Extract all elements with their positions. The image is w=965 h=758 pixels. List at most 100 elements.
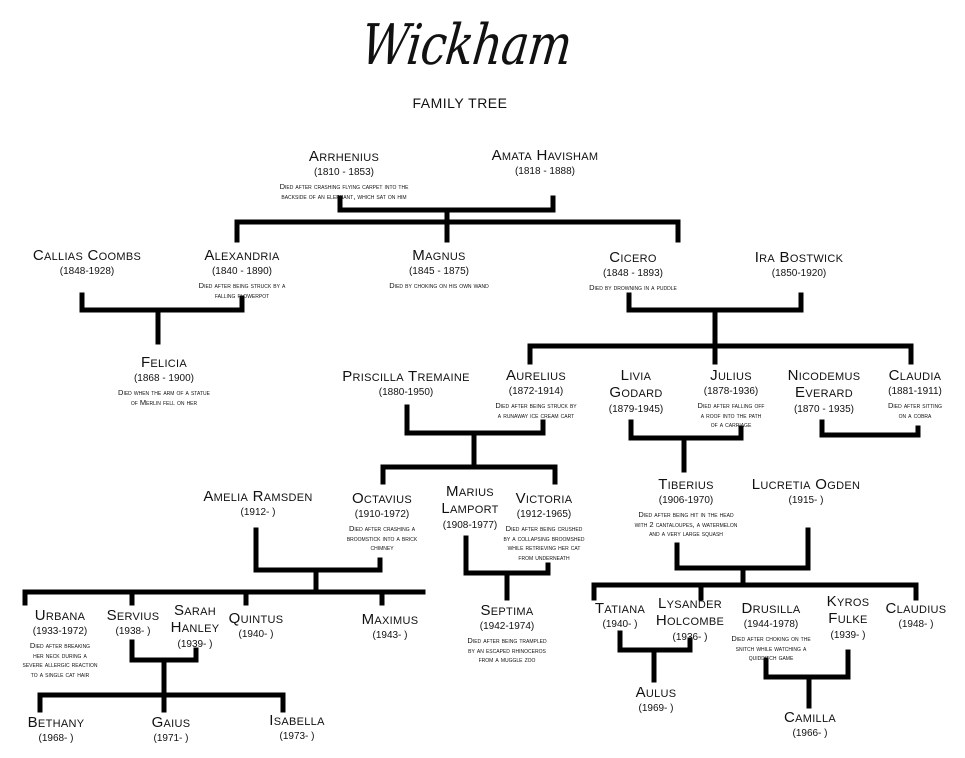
person-quintus: Quintus (1940- ) — [222, 610, 290, 641]
person-name: Nicodemus Everard — [787, 367, 861, 402]
person-name: Priscilla Tremaine — [342, 368, 470, 385]
person-name: Julius — [710, 367, 752, 384]
person-ira-bostwick: Ira Bostwick (1850-1920) — [742, 249, 856, 280]
person-dates: (1915- ) — [788, 495, 824, 507]
person-dates: (1880-1950) — [378, 387, 434, 399]
person-dates: (1810 - 1853) — [313, 167, 375, 179]
person-priscilla-tremaine: Priscilla Tremaine (1880-1950) — [336, 368, 476, 399]
diagram-subtitle: FAMILY TREE — [412, 95, 508, 111]
person-urbana: Urbana (1933-1972) Died after breaking h… — [2, 607, 118, 680]
person-tiberius: Tiberius (1906-1970) Died after being hi… — [612, 476, 760, 539]
person-name: Bethany — [27, 714, 85, 731]
person-dates: (1870 - 1935) — [793, 403, 855, 415]
person-dates: (1933-1972) — [32, 626, 88, 638]
person-amelia-ramsden: Amelia Ramsden (1912- ) — [192, 488, 324, 519]
person-dates: (1943- ) — [372, 630, 408, 642]
connector — [819, 419, 921, 438]
connector — [628, 419, 744, 473]
person-bethany: Bethany (1968- ) — [16, 714, 96, 745]
person-note: Died after falling off a roof into the p… — [697, 400, 765, 430]
person-name: Claudia — [888, 367, 942, 384]
person-name: Alexandria — [204, 247, 280, 264]
person-note: Died after being crushed by a collapsing… — [503, 523, 585, 562]
person-arrhenius: Arrhenius (1810 - 1853) Died after crash… — [257, 148, 431, 201]
person-name: Camilla — [783, 709, 837, 726]
person-servius: Servius (1938- ) — [104, 607, 162, 638]
person-name: Felicia — [140, 354, 188, 371]
person-kyros-fulke: Kyros Fulke (1939- ) — [816, 593, 880, 641]
person-name: Maximus — [361, 611, 419, 628]
person-name: Claudius — [885, 600, 947, 617]
person-dates: (1942-1974) — [479, 621, 535, 633]
person-name: Kyros Fulke — [826, 593, 870, 628]
person-note: Died after being hit in the head with 2 … — [634, 509, 738, 539]
person-dates: (1973- ) — [279, 731, 315, 743]
person-dates: (1936- ) — [672, 631, 708, 643]
person-name: Tiberius — [658, 476, 714, 493]
person-dates: (1966- ) — [792, 728, 828, 740]
person-dates: (1912- ) — [240, 507, 276, 519]
person-gaius: Gaius (1971- ) — [136, 714, 206, 745]
person-note: Died after being struck by a runaway ice… — [495, 400, 577, 420]
person-dates: (1939- ) — [830, 629, 866, 641]
person-name: Amata Havisham — [491, 147, 599, 164]
person-aulus: Aulus (1969- ) — [624, 684, 688, 715]
person-julius: Julius (1878-1936) Died after falling of… — [676, 367, 786, 430]
connector — [763, 649, 851, 709]
person-felicia: Felicia (1868 - 1900) Died when the arm … — [92, 354, 236, 407]
person-dates: (1969- ) — [638, 703, 674, 715]
person-name: Cicero — [609, 249, 657, 266]
person-name: Octavius — [351, 490, 413, 507]
person-note: Died after crashing flying carpet into t… — [279, 181, 409, 201]
person-claudia: Claudia (1881-1911) Died after sitting o… — [870, 367, 960, 420]
person-name: Servius — [106, 607, 160, 624]
person-dates: (1944-1978) — [743, 619, 799, 631]
connector — [37, 639, 286, 713]
person-callias-coombs: Callias Coombs (1848-1928) — [20, 247, 154, 278]
person-dates: (1939- ) — [177, 638, 213, 650]
person-name: Quintus — [228, 610, 284, 627]
person-name: Aurelius — [505, 367, 567, 384]
person-name: Callias Coombs — [32, 247, 142, 264]
connector — [380, 404, 558, 485]
person-dates: (1968- ) — [38, 733, 74, 745]
person-dates: (1881-1911) — [888, 386, 942, 398]
person-name: Livia Godard — [609, 367, 663, 402]
person-name: Amelia Ramsden — [203, 488, 313, 505]
person-note: Died after being struck by a falling flo… — [198, 280, 286, 300]
person-dates: (1910-1972) — [354, 509, 410, 521]
person-dates: (1850-1920) — [771, 268, 827, 280]
person-dates: (1868 - 1900) — [133, 373, 195, 385]
person-name: Urbana — [34, 607, 86, 624]
person-name: Tatiana — [594, 600, 646, 617]
person-name: Lysander Holcombe — [655, 595, 725, 630]
connector — [22, 527, 426, 606]
person-note: Died after sitting on a cobra — [887, 400, 943, 420]
person-note: Died when the arm of a statue of Merlin … — [118, 387, 210, 407]
person-dates: (1879-1945) — [608, 403, 664, 415]
person-nicodemus-everard: Nicodemus Everard (1870 - 1935) — [776, 367, 872, 415]
person-dates: (1971- ) — [153, 733, 189, 745]
person-dates: (1848 - 1893) — [602, 268, 664, 280]
person-dates: (1845 - 1875) — [408, 266, 470, 278]
connector — [234, 195, 681, 243]
person-name: Sarah Hanley — [170, 602, 220, 637]
person-note: Died after choking on the snitch while w… — [731, 633, 811, 663]
person-dates: (1872-1914) — [508, 386, 564, 398]
person-drusilla: Drusilla (1944-1978) Died after choking … — [714, 600, 828, 663]
person-note: Died by drowning in a puddle — [589, 282, 677, 292]
person-name: Septima — [480, 602, 534, 619]
person-magnus: Magnus (1845 - 1875) Died by choking on … — [362, 247, 516, 291]
person-name: Gaius — [151, 714, 191, 731]
person-note: Died after breaking her neck during a se… — [22, 640, 98, 679]
connector — [79, 292, 245, 345]
person-isabella: Isabella (1973- ) — [258, 712, 336, 743]
person-name: Drusilla — [741, 600, 801, 617]
person-lucretia-ogden: Lucretia Ogden (1915- ) — [738, 476, 874, 507]
person-name: Aulus — [635, 684, 677, 701]
person-octavius: Octavius (1910-1972) Died after crashing… — [326, 490, 438, 553]
person-note: Died by choking on his own wand — [389, 280, 489, 290]
person-name: Magnus — [412, 247, 466, 264]
